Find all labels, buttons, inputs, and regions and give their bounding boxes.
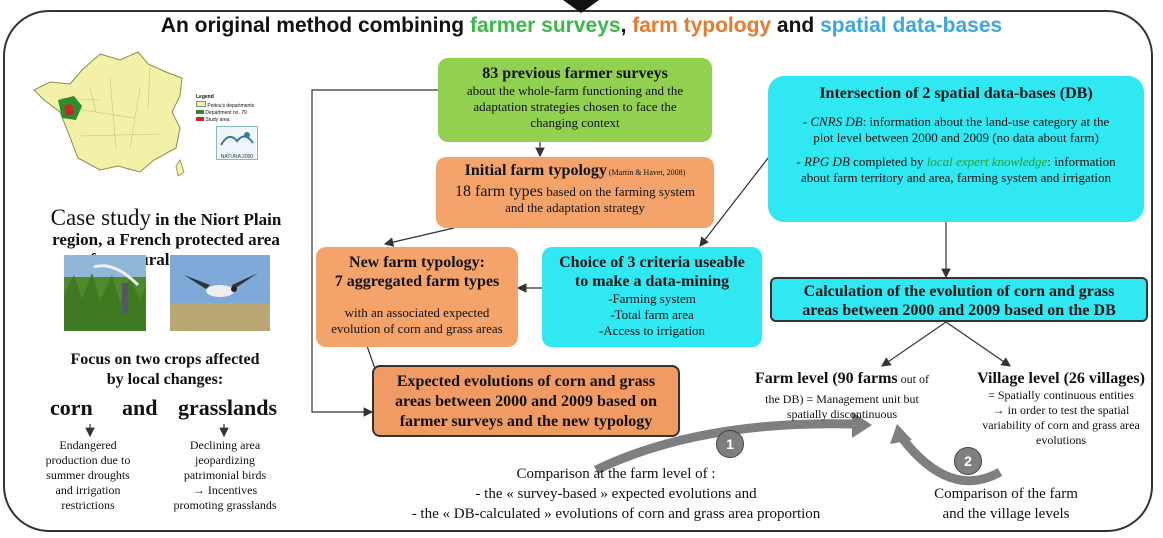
surveys-title: 83 previous farmer surveys [482,65,668,82]
expected-evolutions-box: Expected evolutions of corn and grass ar… [372,365,680,437]
calculation-box: Calculation of the evolution of corn and… [770,277,1148,322]
title-farm-typology: farm typology [632,14,772,37]
crop-corn: corn [50,395,93,420]
initial-typology-box: Initial farm typology (Martin & Havet, 2… [436,157,714,228]
title-spatial-databases: spatial data-bases [820,14,1003,37]
outer-frame [3,10,1153,532]
crop-grasslands: grasslands [178,395,278,420]
map-legend: Legend Poitou's departments Department n… [196,94,255,123]
crop-and: and [122,395,158,420]
case-study-text: Case study in the Niort Plain region, a … [50,205,282,269]
farm-level-text: Farm level (90 farms out of the DB) = Ma… [755,370,929,421]
top-arrow-icon [563,0,599,13]
spatial-databases-box: Intersection of 2 spatial data-bases (DB… [768,76,1144,222]
france-map [33,51,185,177]
initial-typology-title: Initial farm typology [464,162,607,179]
natura-2000-logo: NATURA 2000 [216,126,258,160]
page-title: An original method combining farmer surv… [160,14,1003,37]
village-level-text: Village level (26 villages) = Spatially … [977,370,1145,447]
new-typology-box: New farm typology: 7 aggregated farm typ… [316,247,518,347]
bird-photo [170,255,270,331]
title-farmer-surveys: farmer surveys [469,14,621,37]
farmer-surveys-box: 83 previous farmer surveys about the who… [438,58,712,142]
comparison-farm-village: Comparison of the farm and the village l… [934,486,1078,522]
corn-irrigation-photo [64,255,146,331]
step-badge-1: 1 [716,430,744,458]
step-badge-2: 2 [954,447,982,475]
comparison-farm-level: Comparison at the farm level of : - the … [411,466,821,522]
criteria-choice-box: Choice of 3 criteria useable to make a d… [542,247,762,347]
legend-title: Legend [196,94,214,100]
